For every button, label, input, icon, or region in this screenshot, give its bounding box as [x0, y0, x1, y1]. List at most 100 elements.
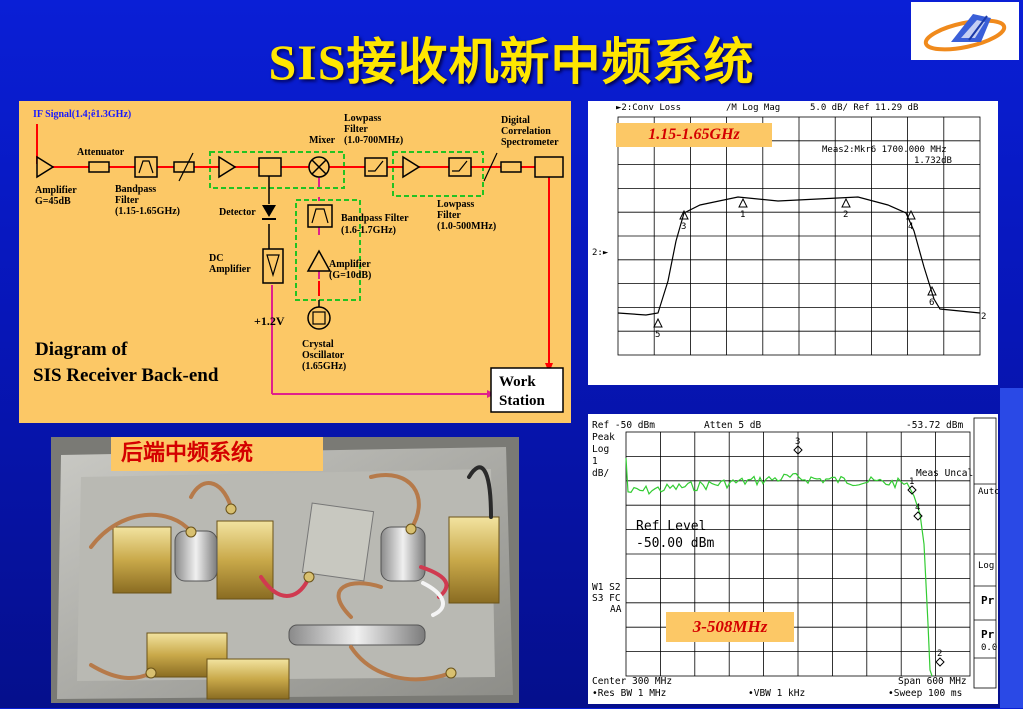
trace-label: ►2:Conv Loss — [616, 103, 681, 113]
amp2-label-2: (G=10dB) — [329, 270, 371, 281]
lowpass-group-amplifier — [402, 155, 421, 179]
amp1-label-2: G=45dB — [35, 196, 71, 207]
marker-label: 3 — [795, 437, 800, 447]
sa-span: Span 600 MHz — [898, 676, 967, 687]
caption-line-2: SIS Receiver Back-end — [33, 365, 219, 386]
marker-label: 1 — [909, 477, 914, 487]
softkey-auto: Auto — [978, 487, 998, 497]
sa-peak-label: Peak — [592, 432, 615, 443]
sa-res-bw: •Res BW 1 MHz — [592, 688, 666, 699]
bpf1-label-3: (1.15-1.65GHz) — [115, 206, 180, 217]
bandpass-filter-1 — [134, 156, 158, 178]
band-callout-1: 1.15-1.65GHz — [616, 123, 772, 147]
lpf2-label-1: Lowpass — [437, 199, 474, 210]
marker-label: 3 — [681, 222, 686, 232]
photo-caption-tag: 后端中频系统 — [111, 437, 323, 471]
sa-db-label: dB/ — [592, 468, 609, 479]
marker-label: 2 — [843, 210, 848, 220]
isolator-box — [258, 157, 282, 177]
receiver-block-diagram: IF Signal(1.4¡ê1.3GHz) Attenuator Amplif… — [19, 101, 571, 423]
marker-diamond — [907, 485, 917, 495]
if-signal-label: IF Signal(1.4¡ê1.3GHz) — [33, 109, 131, 120]
marker-triangle — [738, 197, 748, 208]
softkey-zero: 0.0 — [981, 643, 997, 653]
marker-diamond — [913, 511, 923, 521]
marker-label: 4 — [908, 222, 913, 232]
lowpass-group — [392, 151, 484, 197]
bpf2-label-1: Bandpass Filter — [341, 213, 409, 224]
output-cable — [500, 161, 522, 173]
dc-amp-label-1: DC — [209, 253, 223, 264]
lowpass-filter-2 — [448, 157, 472, 177]
mode-label: /M Log Mag — [726, 103, 780, 113]
marker-label: 2 — [937, 649, 942, 659]
conv-loss-trace — [617, 196, 981, 316]
sa-vbw: •VBW 1 kHz — [748, 688, 805, 699]
spectrum-analyzer-plot: Ref -50 dBm Atten 5 dB -53.72 dBm Peak L… — [588, 414, 1000, 704]
bpf2-label-2: (1.6-1.7GHz) — [341, 225, 396, 236]
marker-diamond — [793, 445, 803, 455]
band-callout-2: 3-508MHz — [666, 612, 794, 642]
lpf1-label-1: Lowpass — [344, 113, 381, 124]
trace-end-label: 2 — [981, 312, 986, 322]
lpf1-label-2: Filter — [344, 124, 368, 135]
hardware-photo-drawing — [51, 437, 519, 703]
marker-triangle — [653, 317, 663, 328]
slide-title: SIS接收机新中频系统 — [268, 34, 755, 90]
scale-label: 5.0 dB/ Ref 11.29 dB — [810, 103, 918, 113]
spectrum-trace — [625, 457, 933, 677]
hardware-photo: 后端中频系统 — [51, 437, 519, 703]
marker-label: 1 — [740, 210, 745, 220]
sa-scale-label: 1 — [592, 456, 598, 467]
sa-w1: W1 S2 — [592, 582, 621, 593]
marker-readout-2: 1.732dB — [914, 156, 952, 166]
marker-triangle — [906, 209, 916, 220]
sa-sweep: •Sweep 100 ms — [888, 688, 962, 699]
ref-level-marker: 2:► — [592, 248, 609, 258]
amp2-label-1: Amplifier — [329, 259, 371, 270]
block-diagram-svg: IF Signal(1.4¡ê1.3GHz) Attenuator Amplif… — [33, 109, 564, 413]
osc-label-3: (1.65GHz) — [302, 361, 346, 372]
softkey-log: Log — [978, 561, 994, 571]
attenuator-label: Attenuator — [77, 147, 125, 158]
dc-amp-label-2: Amplifier — [209, 264, 251, 275]
conversion-loss-svg: ►2:Conv Loss /M Log Mag 5.0 dB/ Ref 11.2… — [592, 103, 986, 356]
marker-readout-1: Meas2:Mkr6 1700.000 MHz — [822, 145, 947, 155]
work-station-label-1: Work — [499, 374, 536, 390]
lpf2-label-2: Filter — [437, 210, 461, 221]
lpf1-label-3: (1.0-700MHz) — [344, 135, 403, 146]
spectrometer-box — [534, 156, 564, 178]
marker-triangle — [679, 209, 689, 220]
work-station-box — [490, 367, 564, 413]
marker-triangle — [841, 197, 851, 208]
sa-ref-level-value: -50.00 dBm — [636, 536, 714, 551]
work-station-label-2: Station — [499, 393, 546, 409]
detector-label: Detector — [219, 207, 256, 218]
bpf1-label-1: Bandpass — [115, 184, 156, 195]
lo-amplifier — [306, 249, 332, 272]
logo — [911, 2, 1019, 60]
marker-label: 5 — [655, 330, 660, 340]
sa-aa: AA — [610, 604, 622, 615]
lpf2-label-3: (1.0-500MHz) — [437, 221, 496, 232]
sa-ref-level-label: Ref Level — [636, 519, 706, 534]
caption-line-1: Diagram of — [35, 339, 128, 360]
input-amplifier — [36, 155, 55, 179]
softkey-pr-1: Pr — [981, 594, 995, 607]
osc-label-1: Crystal — [302, 339, 334, 350]
sa-log-label: Log — [592, 444, 609, 455]
sa-marker-value: -53.72 dBm — [906, 420, 963, 431]
voltage-label: +1.2V — [254, 314, 285, 328]
detector-diode — [262, 205, 276, 217]
sa-center: Center 300 MHz — [592, 676, 672, 687]
marker-triangle — [927, 285, 937, 296]
marker-diamond — [935, 657, 945, 667]
osc-label-2: Oscillator — [302, 350, 345, 361]
marker-label: 6 — [929, 298, 934, 308]
crystal-oscillator-symbol — [307, 306, 331, 330]
lowpass-filter-1 — [364, 157, 388, 177]
digital-label-1: Digital — [501, 115, 530, 126]
sa-meas-uncal: Meas Uncal — [916, 468, 973, 479]
sa-ref-label: Ref -50 dBm — [592, 420, 655, 431]
bpf1-label-2: Filter — [115, 195, 139, 206]
